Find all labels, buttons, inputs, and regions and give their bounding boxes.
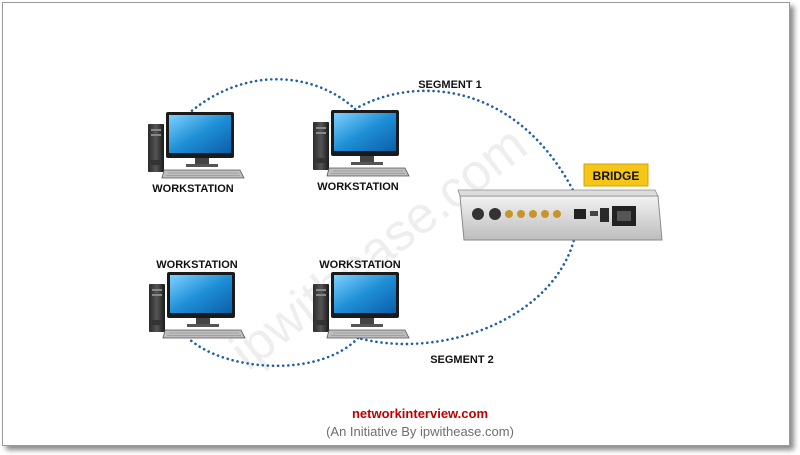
workstation-2: WORKSTATION [312,109,410,193]
segment-1-link [186,78,580,202]
segment-2-label: SEGMENT 2 [430,354,494,366]
workstation-4-label: WORKSTATION [319,259,401,271]
workstation-4: WORKSTATION [312,259,410,339]
segment-1-label: SEGMENT 1 [418,79,482,91]
workstation-3: WORKSTATION [148,259,246,339]
bridge-badge [583,163,649,187]
footer-tagline: (An Initiative By ipwithease.com) [326,424,514,439]
segment-2-link [186,234,577,368]
bridge-device-icon [457,189,663,241]
footer-site: networkinterview.com [352,406,488,421]
workstation-1-label: WORKSTATION [152,183,234,195]
bridge-label: BRIDGE [593,169,640,183]
workstation-2-label: WORKSTATION [317,181,399,193]
bridge-device: BRIDGE [457,163,663,241]
desktop-computer-icon [312,109,410,177]
desktop-computer-icon [147,111,245,179]
workstation-1: WORKSTATION [147,111,245,195]
workstation-3-label: WORKSTATION [156,259,238,271]
